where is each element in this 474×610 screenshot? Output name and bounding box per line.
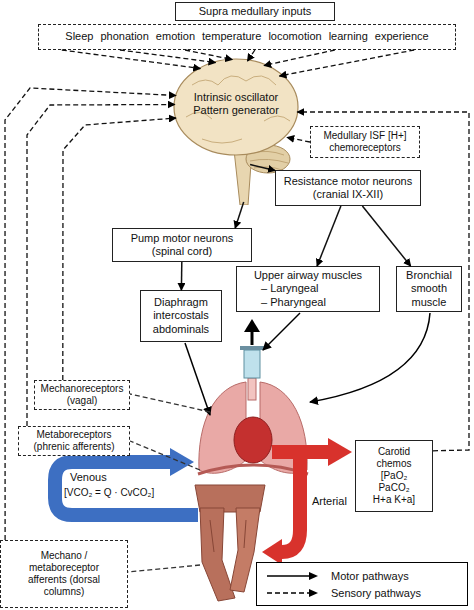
sensory-connector bbox=[280, 50, 415, 76]
node-text: Upper airway muscles bbox=[254, 269, 362, 282]
heart bbox=[234, 417, 272, 463]
sensory-connector bbox=[63, 118, 176, 380]
legend-text: Sensory pathways bbox=[331, 587, 421, 599]
motor-lead bbox=[263, 313, 300, 350]
sensor-box: Mechano / metaboreceptor afferents (dors… bbox=[0, 540, 128, 608]
node-text: – Pharyngeal bbox=[261, 296, 326, 309]
sensory-connector bbox=[62, 50, 200, 69]
legend-sample bbox=[265, 587, 321, 599]
sensor-box: Mechanoreceptors (vagal) bbox=[34, 380, 130, 410]
sensory-connector bbox=[27, 105, 175, 427]
node-text: Resistance motor neurons (cranial IX-XII… bbox=[280, 175, 416, 201]
muscle-lines bbox=[210, 520, 246, 552]
node-text: Supra medullary inputs bbox=[199, 5, 312, 18]
legend-line bbox=[267, 575, 311, 577]
sensory-connector bbox=[264, 50, 335, 66]
node-text: – Laryngeal bbox=[261, 282, 319, 295]
flow-label: Venous bbox=[70, 471, 107, 484]
flow-label: [VCO₂ = Q · CvCO₂] bbox=[64, 487, 154, 499]
input-box: Sleep phonation emotion temperature loco… bbox=[38, 24, 456, 50]
node-text: Mechano / metaboreceptor afferents (dors… bbox=[22, 550, 106, 598]
node-text: Diaphragm intercostals abdominals bbox=[145, 296, 217, 336]
left-leg bbox=[200, 508, 235, 601]
airway-tube bbox=[244, 350, 260, 378]
node-text: [PaO₂ PaCO₂ H+a K+a] bbox=[371, 470, 417, 506]
flow-label: Arterial bbox=[312, 495, 347, 508]
node-text: Bronchial smooth muscle bbox=[401, 269, 457, 309]
muscle-box: Bronchial smooth muscle bbox=[396, 266, 462, 312]
node-text: Metaboreceptors (phrenic afferents) bbox=[23, 429, 125, 453]
node-text: Mechanoreceptors (vagal) bbox=[39, 383, 125, 407]
sensory-lead bbox=[128, 565, 200, 572]
diaphragm-muscle bbox=[198, 465, 308, 474]
legend-line bbox=[267, 592, 311, 594]
motor-connector bbox=[235, 202, 244, 228]
sensor-box: Carotid chemos[PaO₂ PaCO₂ H+a K+a] bbox=[355, 440, 433, 512]
arterial-arrow bbox=[282, 459, 300, 552]
legend-sample bbox=[265, 570, 321, 582]
airflow-head bbox=[244, 319, 260, 332]
motor-connector bbox=[317, 206, 341, 266]
motor-lead bbox=[310, 313, 430, 402]
legend-box: Motor pathwaysSensory pathways bbox=[256, 562, 468, 606]
arterial-arrow bbox=[272, 445, 328, 459]
sensory-connector bbox=[248, 50, 255, 61]
arterial-arrow-head bbox=[328, 438, 352, 466]
motor-connector bbox=[362, 206, 410, 266]
motor-box: Resistance motor neurons (cranial IX-XII… bbox=[275, 170, 421, 206]
muscle-box: Diaphragm intercostals abdominals bbox=[140, 290, 222, 342]
heading-box: Supra medullary inputs bbox=[175, 2, 335, 21]
legend-arrow-head bbox=[309, 589, 318, 597]
node-text: Sleep phonation emotion temperature loco… bbox=[65, 30, 428, 43]
sensory-connector bbox=[5, 88, 176, 540]
sensory-connector bbox=[297, 112, 469, 451]
motor-lead bbox=[185, 343, 210, 415]
muscle-box: Upper airway muscles– Laryngeal– Pharyng… bbox=[236, 266, 380, 312]
node-text: Medullary ISF [H+] chemoreceptors bbox=[315, 130, 415, 154]
sensor-box: Medullary ISF [H+] chemoreceptors bbox=[310, 126, 420, 158]
motor-connector bbox=[181, 262, 183, 290]
legend-row: Sensory pathways bbox=[265, 584, 459, 601]
sensory-connector bbox=[120, 50, 216, 63]
airway-cap bbox=[240, 346, 264, 350]
node-text: Intrinsic oscillator Pattern generator bbox=[180, 91, 292, 117]
airflow-arrow bbox=[251, 330, 254, 345]
sensory-lead bbox=[130, 394, 210, 412]
legend-row: Motor pathways bbox=[265, 567, 459, 584]
trachea bbox=[248, 378, 256, 400]
legend-arrow-head bbox=[309, 572, 318, 580]
motor-connector bbox=[250, 165, 275, 171]
sensory-connector bbox=[185, 50, 232, 60]
node-text: Pump motor neurons (spinal cord) bbox=[117, 232, 247, 258]
cerebellum-folds bbox=[250, 151, 288, 170]
sensory-connector bbox=[287, 138, 310, 143]
sensory-lead bbox=[130, 441, 200, 470]
motor-box: Pump motor neurons (spinal cord) bbox=[112, 228, 252, 262]
sensor-box: Metaboreceptors (phrenic afferents) bbox=[18, 426, 130, 456]
legend-text: Motor pathways bbox=[331, 570, 409, 582]
cerebrum bbox=[174, 59, 298, 155]
node-text: Carotid chemos bbox=[360, 446, 428, 470]
